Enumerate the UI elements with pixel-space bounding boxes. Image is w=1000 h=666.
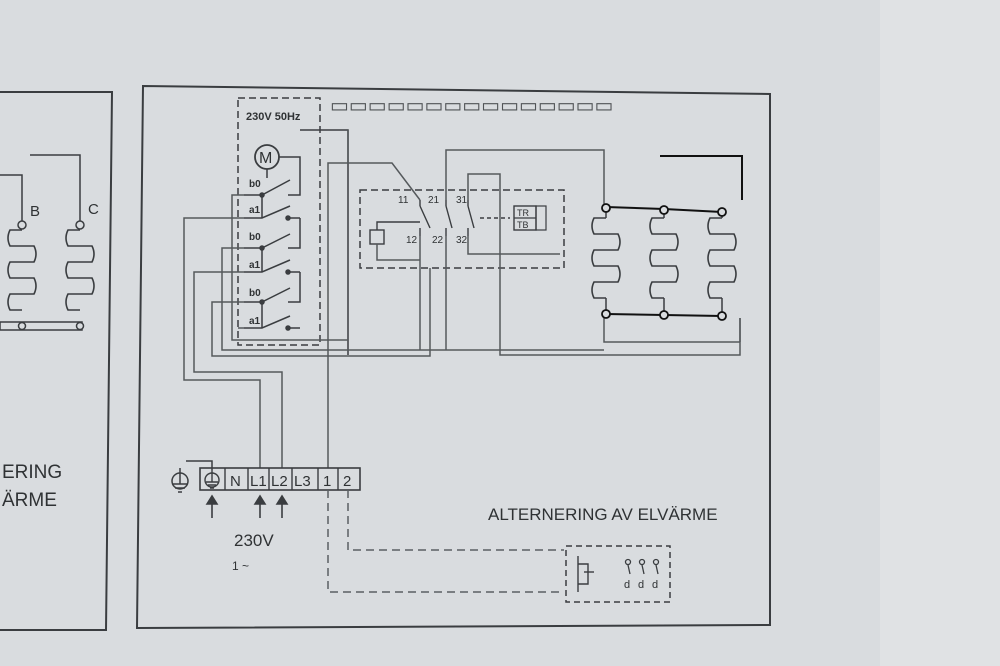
thermostat-box: d d d	[565, 545, 671, 603]
ground-icon	[171, 468, 189, 493]
terminal-12: 12	[406, 235, 418, 246]
terminal-21: 21	[428, 195, 440, 206]
main-panel: ▭▭▭▭▭▭▭▭▭▭▭▭▭▭▭ 230V 50Hz M b0 a1 b0 a1 …	[135, 84, 771, 630]
indicator-tr-tb: TR TB	[513, 205, 547, 231]
terminal-block: N L1 L2 L3 1 2	[199, 467, 361, 491]
contact-label-1: d	[624, 579, 630, 591]
left-panel: B C ERING ÄRME	[0, 91, 114, 631]
heating-coil-icon	[7, 229, 37, 311]
terminal-dot	[17, 220, 27, 230]
indicator-label-tb: TB	[517, 220, 529, 230]
diagram-title: ALTERNERING AV ELVÄRME	[488, 505, 718, 524]
printed-wiring	[183, 130, 741, 468]
terminal-l2: L2	[271, 473, 288, 490]
switch-label-1: b0	[249, 179, 261, 190]
heating-coil-icon	[707, 217, 737, 299]
coil-label-b: B	[30, 203, 40, 220]
left-caption-line-2: ÄRME	[2, 490, 57, 511]
terminal-l1: L1	[250, 473, 267, 490]
terminal-1: 1	[323, 473, 331, 490]
motor-symbol: M	[259, 150, 272, 167]
terminal-22: 22	[432, 235, 444, 246]
terminal-2: 2	[343, 473, 351, 490]
terminal-dot	[717, 207, 727, 217]
heater-coil-group	[591, 155, 743, 342]
supply-voltage: 230V	[234, 531, 274, 550]
coil-label-c: C	[88, 201, 99, 218]
switch-label-5: b0	[249, 288, 261, 299]
heating-coil-icon	[65, 229, 95, 311]
protective-earth-icon	[204, 470, 220, 489]
indicator-label-tr: TR	[517, 208, 529, 218]
svg-text:▭▭▭▭▭▭▭▭▭▭▭▭▭▭▭: ▭▭▭▭▭▭▭▭▭▭▭▭▭▭▭	[330, 95, 613, 117]
arrow-up-icon	[205, 494, 289, 518]
switch-label-6: a1	[249, 316, 261, 327]
terminal-l3: L3	[294, 473, 311, 490]
left-caption-line-1: ERING	[2, 462, 62, 483]
terminal-dot	[601, 203, 611, 213]
contact-label-2: d	[638, 579, 644, 591]
terminal-dot	[717, 311, 727, 321]
terminal-dot	[75, 220, 85, 230]
external-wiring	[327, 490, 564, 593]
relay-box: 11 21 31 12 22 32 TR TB	[359, 189, 565, 269]
terminal-n: N	[230, 473, 241, 490]
contact-label-3: d	[652, 579, 658, 591]
terminal-dot	[659, 310, 669, 320]
switch-contacts	[244, 178, 301, 331]
supply-phase: 1 ~	[232, 559, 249, 573]
thermostat-icon	[577, 556, 594, 592]
motor-switch-box: 230V 50Hz M b0 a1 b0 a1 b0 a1	[237, 97, 349, 355]
terminal-11: 11	[398, 195, 409, 206]
terminal-31: 31	[456, 195, 468, 206]
heating-coil-icon	[591, 217, 621, 299]
voltage-label: 230V 50Hz	[246, 111, 301, 123]
motor-icon: M	[254, 144, 280, 170]
switch-label-4: a1	[249, 260, 261, 271]
heating-coil-icon	[649, 217, 679, 299]
terminal-32: 32	[456, 235, 468, 246]
terminal-dot	[601, 309, 611, 319]
terminal-dot	[659, 205, 669, 215]
switch-label-2: a1	[249, 205, 261, 216]
switch-label-3: b0	[249, 232, 261, 243]
